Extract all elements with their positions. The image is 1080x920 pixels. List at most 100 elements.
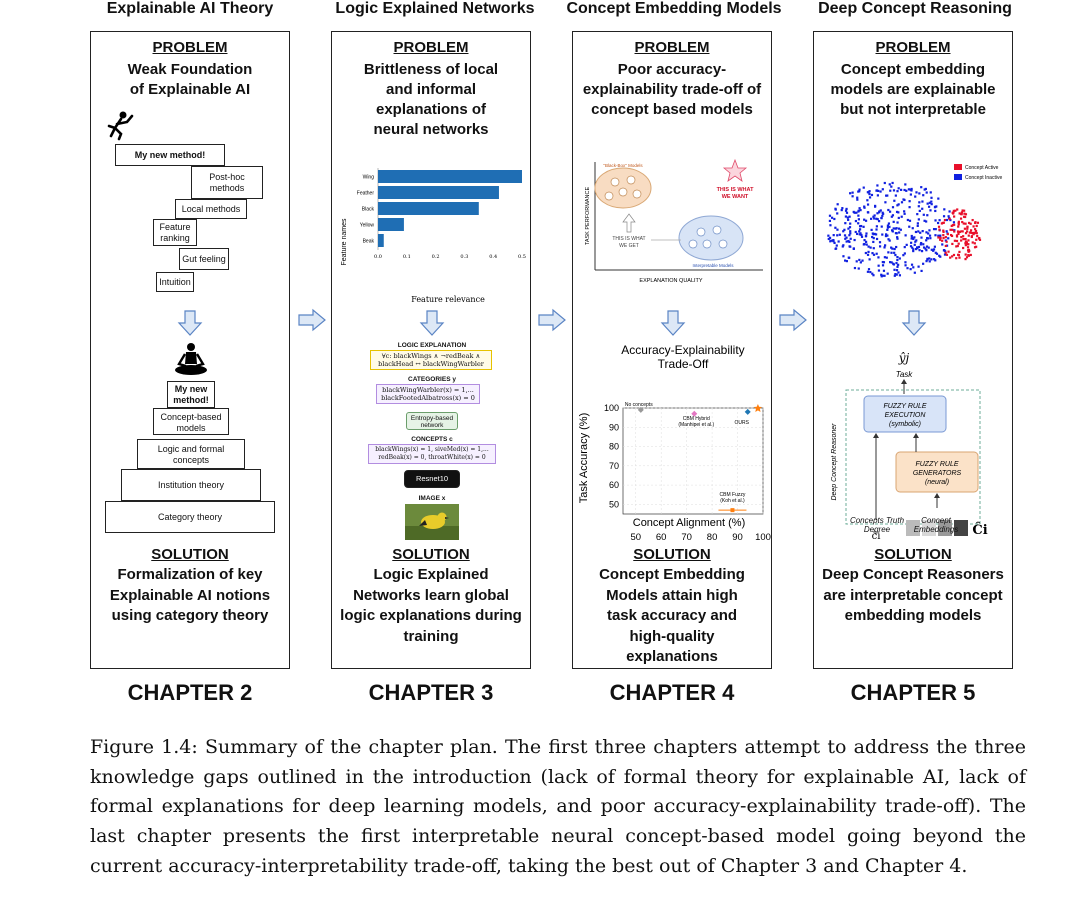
right-arrow-icon xyxy=(538,308,566,332)
embedding-point-inactive xyxy=(884,201,887,204)
embedding-point-inactive xyxy=(925,220,928,223)
embedding-point-inactive xyxy=(865,243,868,246)
embedding-point-inactive xyxy=(844,237,847,240)
embedding-point-active xyxy=(950,224,953,227)
embedding-point-active xyxy=(960,230,963,233)
embedding-point-inactive xyxy=(903,210,906,213)
embedding-point-inactive xyxy=(846,216,849,219)
embedding-point-inactive xyxy=(903,252,906,255)
y-tick-label: 50 xyxy=(609,499,619,509)
embedding-point-inactive xyxy=(877,256,880,259)
logic-formula-box: ∀c: blackWings ∧ ¬redBeak ∧ blackHead ↔ … xyxy=(370,350,492,370)
embedding-point-active xyxy=(958,230,961,234)
embedding-point-active xyxy=(963,209,966,212)
embedding-point-inactive xyxy=(882,212,885,215)
embedding-point-inactive xyxy=(932,228,936,231)
embedding-point-inactive xyxy=(881,260,884,264)
embedding-point-inactive xyxy=(895,273,898,276)
embedding-point-inactive xyxy=(872,237,875,240)
pyramid-concept-based-models: Concept-based models xyxy=(153,408,229,435)
embedding-point-inactive xyxy=(849,237,852,240)
feature-x-tick: 0.2 xyxy=(432,254,440,260)
embedding-point-active xyxy=(961,220,964,224)
embedding-point-active xyxy=(965,256,969,259)
embedding-point-inactive xyxy=(891,181,894,185)
embedding-point-inactive xyxy=(925,245,929,248)
embedding-point-inactive xyxy=(833,241,836,245)
embedding-point-inactive xyxy=(890,215,893,218)
embedding-point-inactive xyxy=(947,215,950,218)
embedding-point-active xyxy=(963,212,966,215)
embedding-point-inactive xyxy=(868,190,871,193)
embedding-point-active xyxy=(964,213,968,216)
concepts-formula-box: blackWings(x) = 1, siveMed(x) = 1,... re… xyxy=(368,444,496,464)
embedding-point-inactive xyxy=(865,232,868,235)
embedding-point-inactive xyxy=(922,246,926,249)
image-label: IMAGE x xyxy=(418,495,446,502)
embedding-point-active xyxy=(939,238,942,241)
embedding-point-inactive xyxy=(880,225,883,228)
embedding-point-inactive xyxy=(859,261,862,264)
embedding-point-inactive xyxy=(904,261,907,264)
embedding-point-inactive xyxy=(883,274,886,277)
embedding-point-inactive xyxy=(925,191,928,194)
embedding-point-inactive xyxy=(854,230,857,234)
blackbox-label: "Black-Box" Models xyxy=(603,163,643,168)
embedding-point-inactive xyxy=(870,217,873,220)
x-tick-label: 50 xyxy=(630,532,641,543)
embedding-point-inactive xyxy=(945,230,948,233)
feature-tick-label: Beak xyxy=(363,239,375,245)
embedding-point-inactive xyxy=(896,237,899,240)
feature-tick-label: Wing xyxy=(363,175,375,181)
embedding-point-inactive xyxy=(892,263,895,266)
embedding-point-inactive xyxy=(858,233,861,236)
embedding-point-inactive xyxy=(871,272,874,275)
embedding-point-inactive xyxy=(863,206,866,209)
embedding-point-inactive xyxy=(834,247,837,250)
problem-text: Weak Foundation of Explainable AI xyxy=(127,61,253,98)
embedding-point-inactive xyxy=(872,240,875,244)
embedding-point-inactive xyxy=(887,238,890,241)
embedding-point-inactive xyxy=(943,253,947,256)
embedding-point-inactive xyxy=(945,244,949,247)
embedding-point-inactive xyxy=(912,266,915,269)
column-title-lens: Logic Explained Networks xyxy=(335,0,535,17)
embedding-point-inactive xyxy=(927,232,930,235)
column-title-dcr: Deep Concept Reasoning xyxy=(818,0,1012,17)
embedding-point-inactive xyxy=(852,247,855,250)
embedding-point-inactive xyxy=(841,245,844,248)
embedding-point-inactive xyxy=(897,187,900,190)
embedding-point-inactive xyxy=(932,248,936,251)
embedding-point-inactive xyxy=(838,233,841,236)
embedding-point-inactive xyxy=(920,250,924,253)
embedding-point-inactive xyxy=(887,251,890,254)
scatter-xlabel: Concept Alignment (%) xyxy=(633,517,746,529)
sketch-ylabel: TASK PERFORMANCE xyxy=(585,187,591,246)
feature-x-tick: 0.5 xyxy=(518,254,526,260)
embedding-point-inactive xyxy=(923,188,926,191)
embedding-point-inactive xyxy=(856,198,859,201)
embedding-point-inactive xyxy=(917,230,920,233)
embedding-point-active xyxy=(964,244,967,247)
embedding-point-inactive xyxy=(847,218,850,221)
meditating-person-icon xyxy=(175,343,207,375)
embedding-point-inactive xyxy=(886,226,890,229)
scatter-point-label: (Koh et al.) xyxy=(720,498,745,504)
embedding-point-inactive xyxy=(857,218,860,221)
embedding-point-inactive xyxy=(895,210,899,214)
scatter-point-label: OURS xyxy=(735,420,750,426)
embedding-point-inactive xyxy=(881,214,884,217)
embedding-point-inactive xyxy=(834,226,837,229)
embedding-point-inactive xyxy=(928,201,931,204)
embedding-point-active xyxy=(969,229,973,232)
embedding-point-active xyxy=(969,222,972,225)
embedding-point-inactive xyxy=(939,255,942,258)
embedding-point-inactive xyxy=(853,266,857,270)
embedding-point-active xyxy=(954,209,957,212)
embedding-point-inactive xyxy=(935,205,938,208)
embedding-point-inactive xyxy=(896,204,899,207)
embedding-point-inactive xyxy=(906,218,909,222)
scatter-point xyxy=(753,404,762,412)
embedding-point-inactive xyxy=(896,256,899,259)
embedding-point-active xyxy=(959,217,963,220)
